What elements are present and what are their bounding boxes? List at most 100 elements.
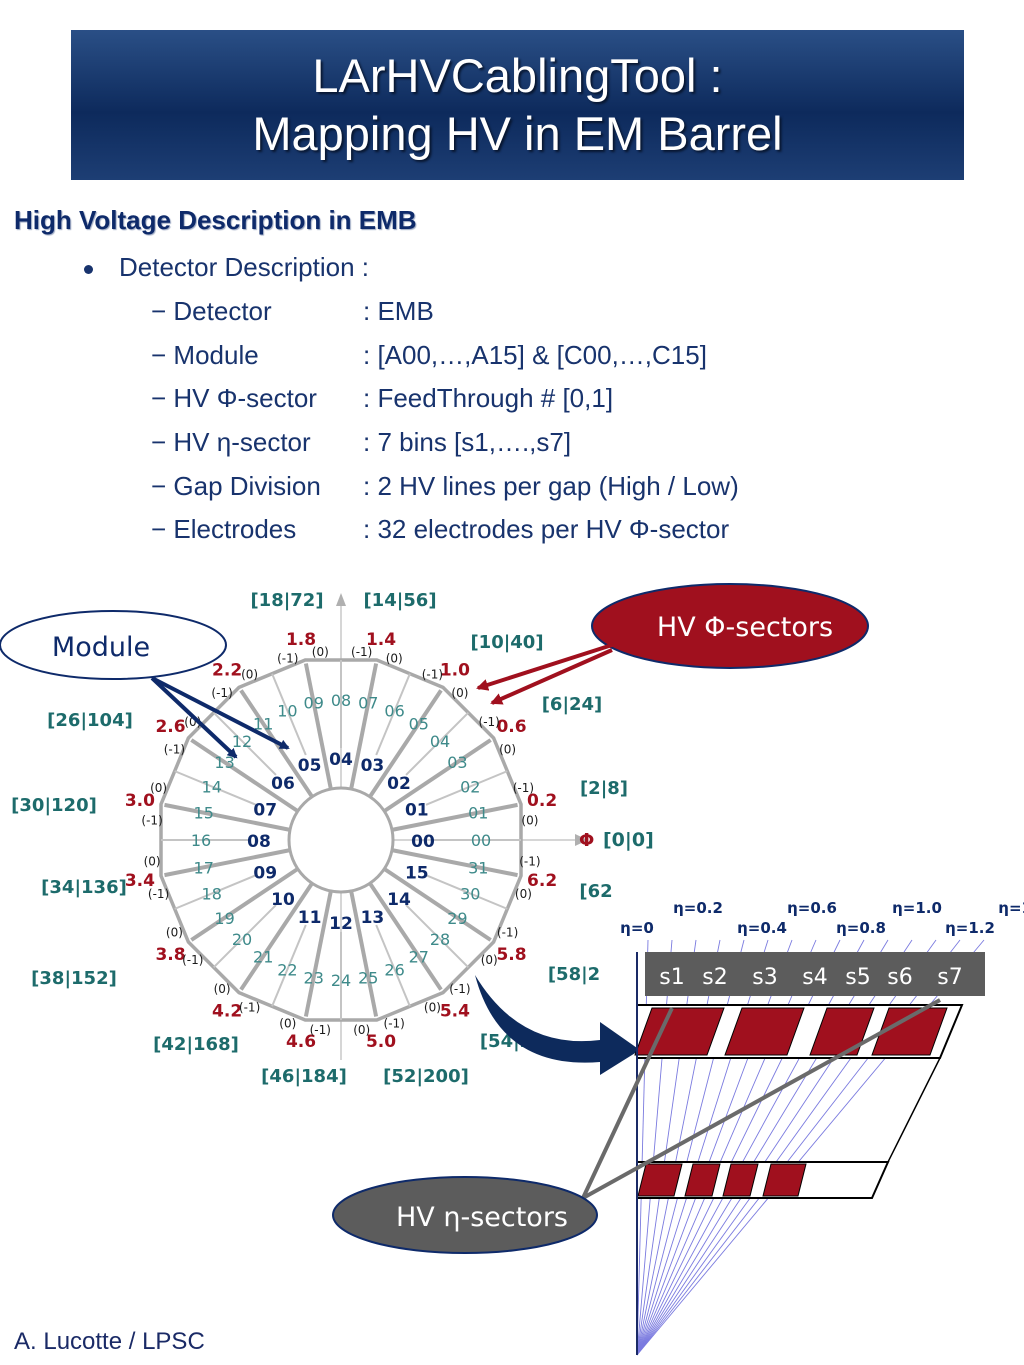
side-indicator: (0) — [144, 855, 161, 869]
side-indicator: (-1) — [148, 887, 169, 901]
electrode-number: 19 — [214, 909, 234, 928]
side-indicator: (-1) — [479, 715, 500, 729]
detail-value: : 2 HV lines per gap (High / Low) — [363, 471, 739, 501]
bullet-dot — [84, 264, 93, 274]
electrode-number: 12 — [232, 732, 252, 751]
module-boundary — [391, 802, 518, 832]
outer-value: 4.2 — [212, 1002, 242, 1022]
bracket-label: [26|104] — [47, 710, 133, 731]
detail-value: : FeedThrough # [0,1] — [363, 383, 614, 413]
electrode-number: 00 — [471, 831, 491, 850]
module-number: 09 — [253, 863, 277, 883]
module-boundary — [383, 867, 492, 942]
eta-upper-label: η=0.2 — [673, 899, 723, 917]
electrode-number: 30 — [460, 885, 480, 904]
detail-value: : 7 bins [s1,….,s7] — [363, 427, 572, 457]
module-boundary — [190, 867, 299, 942]
electrode-number: 07 — [358, 694, 378, 713]
side-indicator: (-1) — [497, 925, 518, 939]
electrode-number: 14 — [202, 777, 222, 796]
module-number: 06 — [271, 774, 295, 794]
detail-value: : EMB — [363, 296, 434, 326]
electrode-number: 23 — [304, 968, 324, 987]
sector-label: s1 — [659, 965, 684, 990]
module-boundary — [303, 663, 333, 790]
electrode-number: 25 — [358, 968, 378, 987]
module-boundary — [164, 802, 291, 832]
side-indicator: (-1) — [384, 1016, 405, 1030]
sector-label-bar — [645, 952, 985, 996]
bullet-item: Detector Description : — [84, 252, 369, 283]
module-number: 03 — [361, 756, 385, 776]
electrode-number: 06 — [384, 702, 404, 721]
side-indicator: (-1) — [277, 652, 298, 666]
bracket-label: [30|120] — [11, 795, 97, 816]
module-number: 02 — [387, 774, 411, 794]
outer-value: 0.6 — [496, 717, 526, 737]
projective-line — [636, 939, 769, 1356]
module-number: 13 — [361, 908, 385, 928]
side-indicator: (0) — [424, 1001, 441, 1015]
electrode-number: 02 — [460, 777, 480, 796]
curved-transfer-arrow — [475, 975, 640, 1075]
lower-hv-pads — [637, 1163, 807, 1197]
side-indicator: (0) — [515, 887, 532, 901]
side-indicator: (-1) — [422, 667, 443, 681]
side-indicator: (-1) — [310, 1023, 331, 1037]
electrode-divider — [425, 874, 508, 910]
side-indicator: (0) — [481, 953, 498, 967]
electrode-number: 10 — [277, 702, 297, 721]
electrode-divider — [213, 712, 277, 776]
detail-key: − HV Φ-sector — [151, 383, 317, 413]
bullet-label: Detector Description : — [119, 252, 369, 282]
detail-key: − Module — [151, 340, 259, 370]
outer-value: 1.4 — [366, 630, 396, 650]
module-number: 10 — [271, 890, 295, 910]
detail-row-phi-sector: − HV Φ-sector : FeedThrough # [0,1] — [151, 383, 613, 414]
module-number: 05 — [298, 756, 322, 776]
detail-row-detector: − Detector : EMB — [151, 296, 434, 327]
phi-axis-arrowhead — [575, 834, 588, 846]
side-indicator: (0) — [279, 1016, 296, 1030]
outer-value: 2.2 — [212, 661, 242, 681]
module-number: 04 — [329, 750, 353, 770]
eta-sector-arrow-2 — [582, 998, 941, 1200]
module-number: 15 — [405, 863, 429, 883]
electrode-number: 15 — [194, 804, 214, 823]
side-indicator: (0) — [166, 925, 183, 939]
sector-label: s5 — [845, 965, 870, 990]
side-indicator: (-1) — [513, 781, 534, 795]
electrode-number: 24 — [331, 971, 351, 990]
lower-hv-pad — [762, 1163, 807, 1197]
side-indicator: (-1) — [449, 982, 470, 996]
module-boundary — [239, 882, 314, 991]
sector-label: s4 — [802, 965, 827, 990]
electrode-divider — [375, 673, 411, 756]
vertical-axis-arrowhead — [336, 593, 346, 606]
outer-value: 6.2 — [527, 871, 557, 891]
outer-value: 1.0 — [440, 661, 470, 681]
electrode-number: 17 — [194, 858, 214, 877]
electrode-number: 09 — [304, 694, 324, 713]
sector-label: s2 — [702, 965, 727, 990]
side-indicator: (0) — [214, 982, 231, 996]
bracket-label: [18|72] — [250, 590, 323, 611]
outer-value: 2.6 — [155, 717, 185, 737]
projective-line — [636, 939, 817, 1356]
module-boundary — [368, 882, 443, 991]
sector-label: s7 — [937, 965, 962, 990]
side-indicator: (0) — [150, 781, 167, 795]
bracket-label: [62 — [579, 881, 612, 902]
side-indicator: (-1) — [519, 855, 540, 869]
electrode-number: 29 — [447, 909, 467, 928]
side-indicator: (0) — [353, 1023, 370, 1037]
wheel-shapes — [159, 658, 523, 1022]
outer-value: 3.8 — [155, 945, 185, 965]
projective-line — [636, 939, 961, 1356]
detail-row-gap-division: − Gap Division : 2 HV lines per gap (Hig… — [151, 471, 739, 502]
footer-author: A. Lucotte / LPSC — [14, 1328, 205, 1355]
bracket-label: [46|184] — [261, 1066, 347, 1087]
module-number: 08 — [247, 832, 271, 852]
